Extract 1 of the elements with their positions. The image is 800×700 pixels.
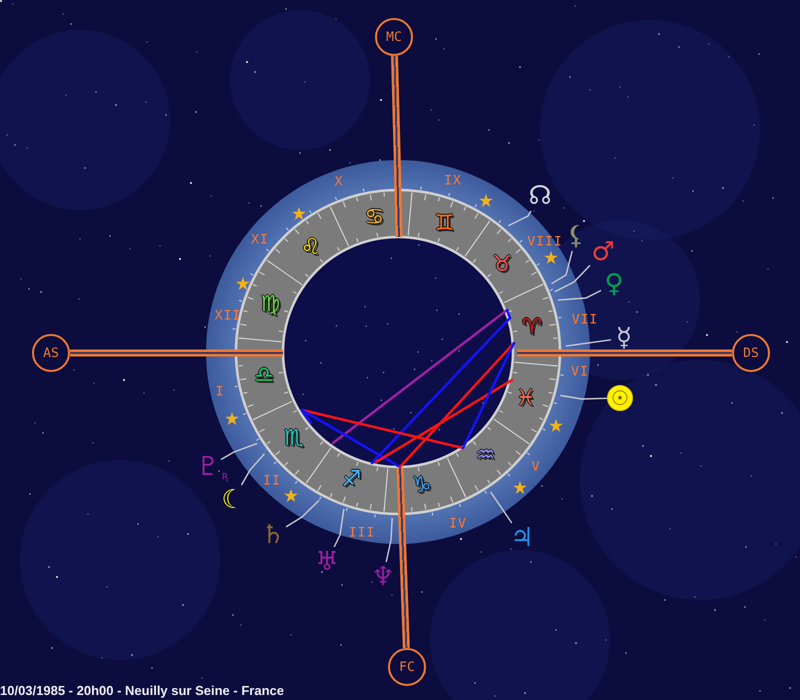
caption: 10/03/1985 - 20h00 - Neuilly sur Seine - France bbox=[0, 684, 284, 697]
